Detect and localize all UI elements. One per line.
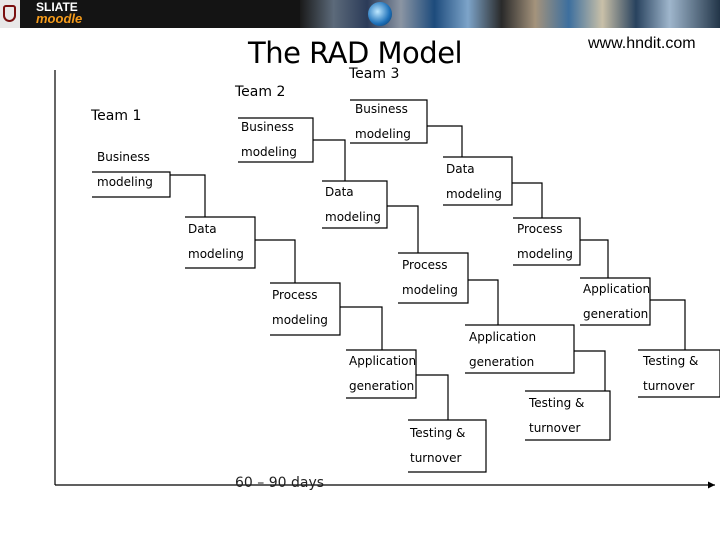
t1-process-1: Process <box>272 288 318 302</box>
t3-testing-2: turnover <box>643 379 695 393</box>
team3-business-box <box>350 99 428 144</box>
t1-data-2: modeling <box>188 247 244 261</box>
team3-process-box <box>513 217 581 266</box>
t2-testing-1: Testing & <box>529 396 585 410</box>
site-url: www.hndit.com <box>588 35 696 52</box>
brand-top-text: SLIATE <box>36 0 78 14</box>
t3-business-1: Business <box>355 102 408 116</box>
t2-data-1: Data <box>325 185 354 199</box>
t1-app-2: generation <box>349 379 415 393</box>
t1-testing-1: Testing & <box>410 426 466 440</box>
t3-process-1: Process <box>517 222 563 236</box>
team1-link-2 <box>255 239 296 283</box>
team3-data-box <box>443 156 513 206</box>
team3-link-2 <box>512 182 543 218</box>
t1-testing-2: turnover <box>410 451 462 465</box>
globe-icon <box>368 2 392 26</box>
team1-link-1 <box>170 174 206 217</box>
time-span-label: 60 – 90 days <box>235 475 325 491</box>
t2-process-1: Process <box>402 258 448 272</box>
team1-process-box <box>270 282 341 336</box>
team1-data-box <box>185 216 256 269</box>
t1-business-2: modeling <box>97 175 153 189</box>
team1-testing-box <box>408 419 487 473</box>
team2-testing-box <box>525 390 611 441</box>
t1-process-2: modeling <box>272 313 328 327</box>
team3-link-3 <box>580 239 609 278</box>
slide-title: The RAD Model <box>248 36 463 70</box>
t1-app-1: Application <box>349 354 417 368</box>
team2-link-3 <box>468 279 499 325</box>
team3-testing-box <box>638 349 720 398</box>
t2-app-2: generation <box>469 355 535 369</box>
team2-process-box <box>398 252 469 304</box>
t3-app-2: generation <box>583 307 649 321</box>
t2-data-2: modeling <box>325 210 381 224</box>
t1-business-1: Business <box>97 150 150 164</box>
team3-link-1 <box>427 125 463 157</box>
t2-testing-2: turnover <box>529 421 581 435</box>
t2-business-2: modeling <box>241 145 297 159</box>
t3-app-1: Application <box>583 282 651 296</box>
team2-app-box <box>465 324 575 374</box>
t3-business-2: modeling <box>355 127 411 141</box>
brand-bottom-text: moodle <box>36 11 83 26</box>
team3-app-box <box>580 277 651 326</box>
t3-process-2: modeling <box>517 247 573 261</box>
team1-link-4 <box>416 374 449 420</box>
team1-app-box <box>346 349 417 399</box>
t3-data-1: Data <box>446 162 475 176</box>
t3-testing-1: Testing & <box>643 354 699 368</box>
t3-data-2: modeling <box>446 187 502 201</box>
t2-process-2: modeling <box>402 283 458 297</box>
team-3-label: Team 3 <box>349 66 400 82</box>
team-1-label: Team 1 <box>91 108 142 124</box>
team2-link-1 <box>313 139 346 181</box>
team-2-label: Team 2 <box>235 84 286 100</box>
t1-data-1: Data <box>188 222 217 236</box>
t2-app-1: Application <box>469 330 537 344</box>
team3-link-4 <box>650 299 686 350</box>
team2-data-box <box>322 180 388 229</box>
brand-logo: SLIATE moodle <box>36 1 82 25</box>
team2-link-2 <box>387 205 419 253</box>
top-banner: SLIATE moodle <box>0 0 720 28</box>
t2-business-1: Business <box>241 120 294 134</box>
institution-logo <box>0 0 20 28</box>
team1-link-3 <box>340 306 383 350</box>
team2-link-4 <box>574 350 606 391</box>
team1-business-box <box>92 171 171 198</box>
